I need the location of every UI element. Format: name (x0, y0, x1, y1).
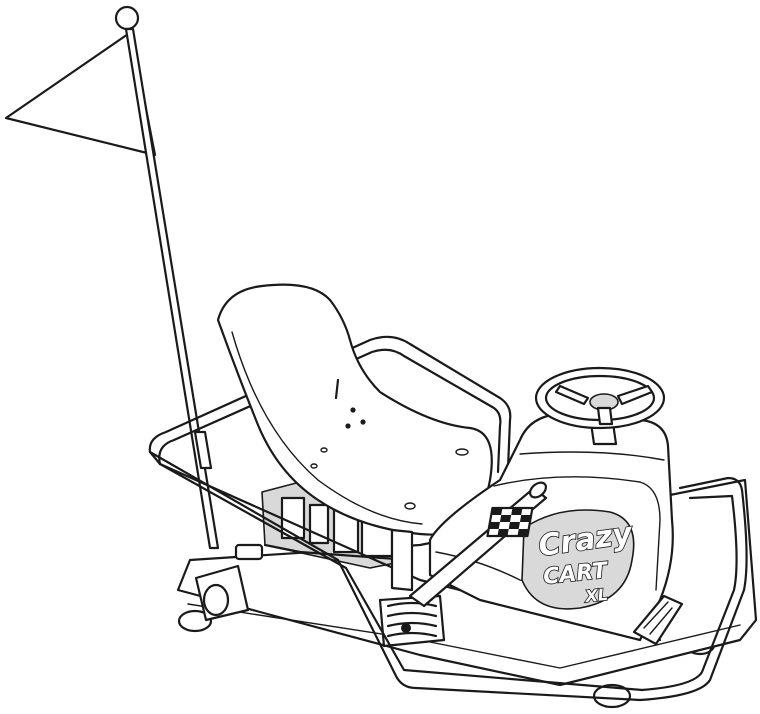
flag-pole-clip (193, 430, 213, 470)
logo-xl-text: XL (583, 585, 608, 606)
steering (534, 366, 666, 446)
front-right-wheel (592, 683, 632, 709)
rear-motor (194, 543, 264, 622)
front-spring (378, 594, 446, 648)
checkered-flag-icon (486, 506, 534, 538)
foot-pedal (632, 594, 684, 646)
safety-flag (4, 5, 220, 550)
rear-left-wheel (177, 609, 213, 633)
seat (216, 283, 493, 592)
crazy-cart-xl-logo: Crazy CART XL (486, 506, 637, 610)
flag-tip-ball (114, 5, 140, 31)
